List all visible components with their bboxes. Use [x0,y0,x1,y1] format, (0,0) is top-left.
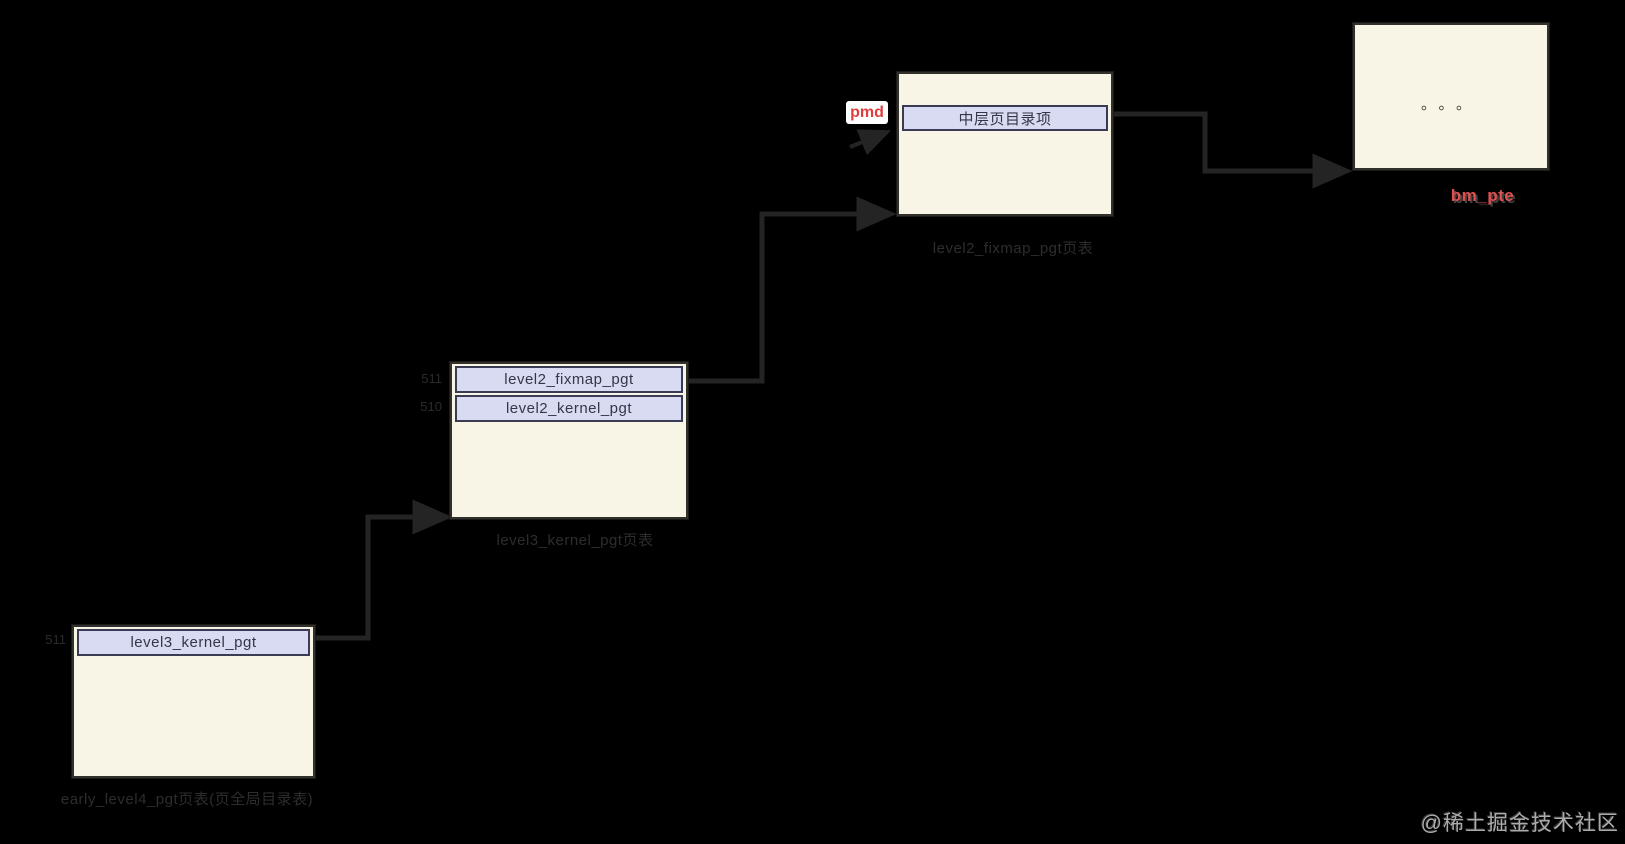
pud-entry-index-fixmap: 511 [421,371,442,386]
pgd-table-caption: early_level4_pgt页表(页全局目录表) [60,791,314,808]
connector-pmd-pointer-arrow [849,129,892,156]
pmd-pointer-label: pmd [850,103,884,121]
entry-level2-fixmap-pgt: level2_fixmap_pgt [455,366,683,393]
entry-pmd-middle-directory: 中层页目录项 [902,105,1108,131]
pud-table-caption: level3_kernel_pgt页表 [496,532,654,549]
connector-pmd-to-pte [1113,111,1353,189]
pgd-entry-index: 511 [45,632,66,647]
page-table-bm-pte: 。。。 [1353,23,1549,170]
entry-level3-kernel-pgt: level3_kernel_pgt [77,629,310,656]
page-table-level2-fixmap-pgt: 中层页目录项 [897,72,1113,216]
ellipsis-dots: 。。。 [1420,96,1481,113]
connector-pud-to-pmd [688,196,897,384]
pmd-pointer-chip: pmd [846,101,888,124]
connector-pgd-to-pud [314,499,453,641]
pud-entry-index-kernel: 510 [420,399,442,414]
entry-label: level3_kernel_pgt [130,634,257,651]
page-table-early-level4-pgt: level3_kernel_pgt [72,625,315,778]
page-table-level3-kernel-pgt: level2_fixmap_pgt level2_kernel_pgt [450,362,688,519]
entry-label: level2_kernel_pgt [505,400,633,417]
watermark: @稀土掘金技术社区 [1420,812,1619,835]
pmd-table-caption: level2_fixmap_pgt页表 [932,240,1094,257]
bm-pte-label: bm_pte [1450,186,1515,205]
entry-level2-kernel-pgt: level2_kernel_pgt [455,395,683,422]
entry-label: level2_fixmap_pgt [504,371,634,388]
entry-label: 中层页目录项 [958,110,1052,128]
